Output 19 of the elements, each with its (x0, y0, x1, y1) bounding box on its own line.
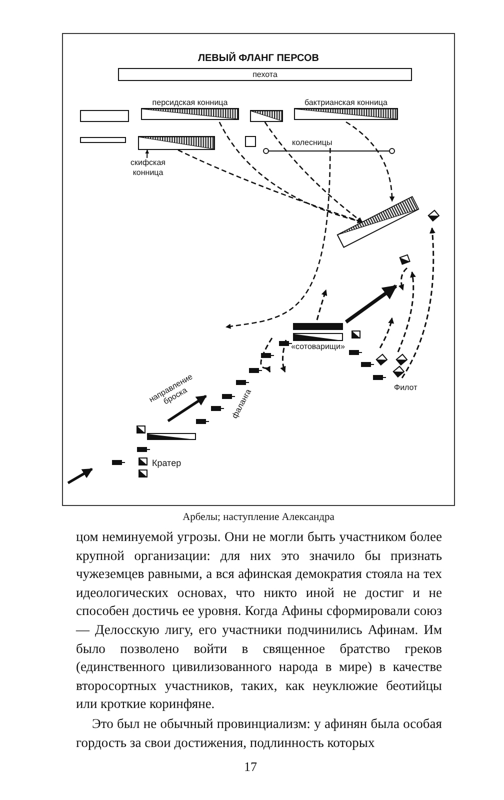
movement-arrow (346, 121, 394, 202)
unit-label: персидская конница (152, 97, 228, 108)
leader-arrow (145, 150, 150, 158)
page-number: 17 (244, 758, 257, 776)
unit-label: бактрианская конница (304, 97, 388, 108)
diagram-title: ЛЕВЫЙ ФЛАНГ ПЕРСОВ (197, 51, 320, 66)
body-paragraph: Это был не обычный провинциализм: у афинян была особая гордость за свои достижения, подлинность которых (76, 715, 442, 752)
unit-label: пехота (252, 70, 278, 78)
unit-label: скифская конница (129, 158, 166, 178)
body-paragraph: цом неминуемой угрозы. Они не могли быть участником более крупной организации: для них это значило бы признать чужеземцев равными, а вся афинская демократия стояла на тех идеологических основах, что никто иной не достиг и не способен достичь ее уровня. Когда Афины сформировали союз — Делосскую лигу, его участники подчинились Афинам. Им было позволено войти в священное братство греков (единственного цивилизованного народа в мире) в качестве второсортных участников, таких, как неуклюжие беотийцы или кроткие коринфяне. (76, 528, 442, 714)
movement-arrow (225, 148, 331, 329)
movement-arrow (218, 122, 363, 224)
unit-label: колесницы (292, 138, 334, 148)
movement-arrow (264, 122, 363, 223)
map-label: Филот (394, 382, 418, 394)
map-label: Кратер (152, 457, 182, 470)
figure-caption: Арбелы; наступление Александра (182, 511, 336, 525)
movement-arrow (344, 284, 398, 324)
unit-label: «сотоварищи» (291, 342, 345, 352)
